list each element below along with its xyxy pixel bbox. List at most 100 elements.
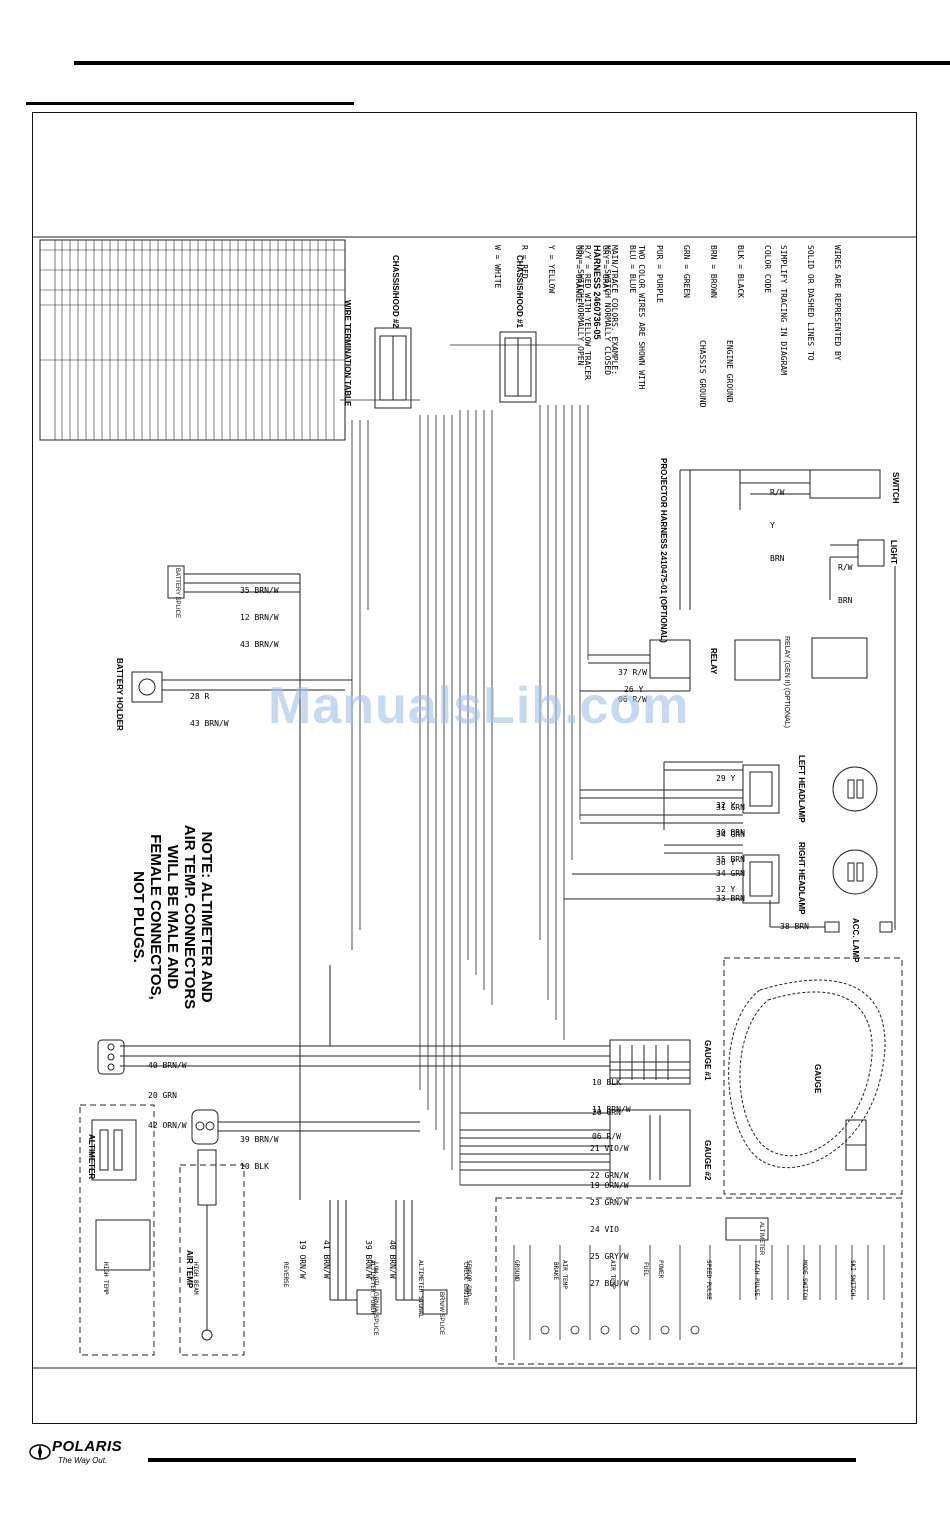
- wire-label: 43 BRN/W: [240, 640, 279, 649]
- left-headlamp-wires-brn: 30 BRN 35 BRN: [716, 810, 745, 873]
- gauge2-label: GAUGE #2: [703, 1140, 712, 1181]
- gauge-pin-label: MODE SWITCH: [801, 1260, 808, 1300]
- polaris-logo-icon: [29, 1444, 51, 1460]
- legend-intro-line: SOLID OR DASHED LINES TO: [806, 245, 815, 361]
- wire-label: 24 VIO: [590, 1225, 619, 1234]
- color-code-entry: Y = YELLOW: [547, 245, 556, 294]
- battery-holder-label: BATTERY HOLDER: [115, 658, 124, 731]
- right-headlamp-wire-34: 34 GRN: [716, 869, 745, 878]
- wire-label: 35 BRN: [716, 855, 745, 864]
- light-wires: R/W BRN: [838, 540, 852, 617]
- wire-label: R/W: [838, 563, 853, 572]
- section-rule: [26, 102, 354, 105]
- wire-label: 40 BRN/W: [148, 1061, 187, 1070]
- diagram-frame: [32, 112, 917, 1424]
- gauge-pin-label: BRAKE: [552, 1262, 559, 1281]
- chassis-hood-2-label: CHASSIS/HOOD #2: [391, 255, 400, 328]
- harness-label: HARNESS 2460736-05: [592, 245, 602, 340]
- color-code-entry: BRN = BROWN: [709, 245, 718, 298]
- wire-label: 06 R/W: [592, 1132, 621, 1141]
- wire-label: 11 BRN/W: [592, 1105, 631, 1114]
- gauge-pin-label: LOW OIL: [372, 1262, 379, 1288]
- switch-note: NO = SWITCH NORMALLY OPEN: [576, 245, 585, 366]
- brand-name: POLARIS: [52, 1438, 123, 1455]
- light-label: LIGHT: [889, 540, 898, 564]
- wire-label: 37 R/W: [618, 668, 647, 677]
- altimeter-pin-label: ALTIMETER: [758, 1222, 764, 1256]
- left-headlamp-wires: 29 Y 32 Y: [716, 756, 735, 819]
- gauge-pin-label: CHECK ENGINE: [462, 1262, 469, 1306]
- gauge-pin-label: SKI SWITCH: [849, 1260, 856, 1297]
- right-headlamp-label: RIGHT HEADLAMP: [797, 842, 806, 915]
- wire-label: 43 BRN/W: [190, 719, 229, 728]
- wire-label: 34 GRN: [716, 830, 745, 839]
- altimeter-label: ALTIMETER: [87, 1134, 96, 1180]
- wire-label: 42 ORN/W: [148, 1121, 187, 1130]
- gauge-pin-label: HIGH TEMP: [102, 1262, 109, 1295]
- wire-label: 27 BLU/W: [590, 1279, 629, 1288]
- air-temp-wires: 39 BRN/W 10 BLK: [240, 1117, 279, 1180]
- table-title: WIRE TERMINATION TABLE: [343, 300, 352, 407]
- wire-label: 06 R/W: [618, 695, 647, 704]
- gauge1-left-wires: 40 BRN/W 20 GRN 42 ORN/W: [148, 1041, 187, 1141]
- wire-label: 39 BRN/W: [240, 1135, 279, 1144]
- gauge-pin-label: REVERSE: [282, 1262, 289, 1288]
- gauge2-wire-20: 20 GRN: [592, 1108, 621, 1117]
- relay-note-label: RELAY (GEN II) (OPTIONAL): [783, 636, 790, 728]
- gauge1-label: GAUGE #1: [703, 1040, 712, 1081]
- gauge-label: GAUGE: [813, 1064, 822, 1094]
- header-rule: [74, 61, 950, 65]
- color-code-entry: GRN = GREEN: [682, 245, 691, 298]
- wire-label: 28 R: [190, 692, 210, 701]
- wire-label: 32 Y: [716, 885, 736, 894]
- two-color-line: TWO COLOR WIRES ARE SHOWN WITH: [637, 245, 646, 390]
- wire-label: 25 GRY/W: [590, 1252, 629, 1261]
- wire-label: 35 BRN/W: [240, 586, 279, 595]
- gauge-pin-label: HIGH BEAM: [192, 1262, 199, 1295]
- color-code-title: COLOR CODE: [763, 245, 772, 294]
- wire-label: 23 GRN/W: [590, 1198, 629, 1207]
- gauge2-wires: 21 VIO/W 22 GRN/W 23 GRN/W 24 VIO 25 GRY…: [590, 1126, 629, 1297]
- right-headlamp-wires: 36 Y 32 Y: [716, 840, 735, 903]
- wire-label: 20 GRN: [148, 1091, 177, 1100]
- wire-label: 10 BLK: [592, 1078, 621, 1087]
- right-headlamp-wire-33: 33 BRN: [716, 894, 745, 903]
- wire-label: R/W: [770, 488, 785, 497]
- left-headlamp-label: LEFT HEADLAMP: [797, 755, 806, 823]
- gauge-pin-label: TACH PULSE: [753, 1260, 760, 1297]
- relay-wire-26: 26 Y: [624, 685, 644, 694]
- gauge-pin-label: FUEL: [642, 1262, 649, 1277]
- wire-label: 10 BLK: [240, 1162, 269, 1171]
- color-code-entry: BLK = BLACK: [736, 245, 745, 298]
- battery-holder-wires: 28 R 43 BRN/W: [190, 674, 229, 737]
- switch-wires: R/W Y BRN: [770, 465, 784, 575]
- wire-label: 29 Y: [716, 774, 736, 783]
- wire-label: 30 BRN: [716, 828, 745, 837]
- connector-note: NOTE: ALTIMETER AND AIR TEMP. CONNECTORS…: [130, 824, 215, 1010]
- wire-label: 36 Y: [716, 858, 736, 867]
- acc-lamp-wire: 38 BRN: [780, 922, 809, 931]
- gauge2-wire-19: 19 ORN/W: [590, 1181, 629, 1190]
- switch-label: SWITCH: [891, 472, 900, 504]
- left-headlamp-wires-grn: 31 GRN 34 GRN: [716, 785, 745, 848]
- wire-label: 21 VIO/W: [590, 1144, 629, 1153]
- wire-label: 22 GRN/W: [590, 1171, 629, 1180]
- ground-legend: ENGINE GROUND CHASSIS GROUND: [689, 340, 752, 407]
- relay-wires: 37 R/W 06 R/W: [618, 650, 647, 713]
- battery-splice-label: BATTERY SPLICE: [174, 568, 180, 619]
- wire-label: 32 Y: [716, 801, 736, 810]
- engine-ground-label: ENGINE GROUND: [725, 340, 734, 403]
- brand-tagline: The Way Out.: [58, 1456, 108, 1465]
- acc-lamp-label: ACC. LAMP: [851, 918, 860, 963]
- wire-label: Y: [770, 521, 775, 530]
- battery-splice-wires: 35 BRN/W 12 BRN/W 43 BRN/W: [240, 568, 279, 658]
- wire-label: BRN: [770, 554, 785, 563]
- wire-label: BRN: [838, 596, 853, 605]
- projector-harness-label: PROJECTOR HARNESS 2410475-01 (OPTIONAL): [659, 458, 668, 643]
- switch-note: NC = SWITCH NORMALLY CLOSED: [603, 245, 612, 376]
- wire-label: 31 GRN: [716, 803, 745, 812]
- relay-label: RELAY: [709, 648, 718, 675]
- color-code-entry: W = WHITE: [493, 245, 502, 289]
- chassis-ground-label: CHASSIS GROUND: [698, 340, 707, 408]
